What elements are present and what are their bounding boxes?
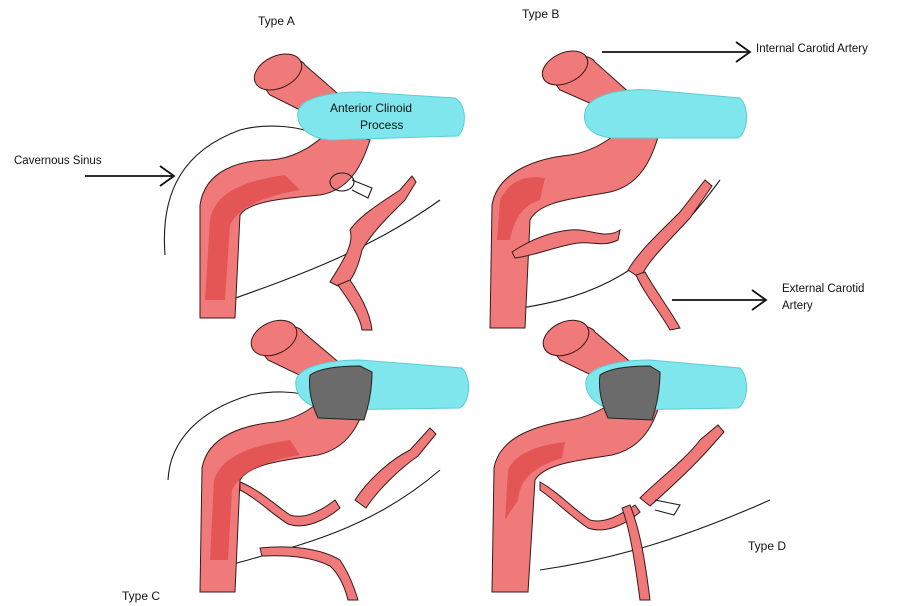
label-external-carotid-1: External Carotid bbox=[782, 283, 864, 295]
small-arrow-a bbox=[352, 180, 372, 198]
branch-c-right bbox=[355, 428, 436, 508]
anterior-clinoid-b bbox=[584, 90, 746, 138]
ica-vessel-b bbox=[490, 120, 660, 328]
overlap-region-c bbox=[309, 366, 372, 420]
branch-b-right bbox=[628, 180, 712, 278]
panel-type-a bbox=[164, 47, 464, 330]
panel-type-d bbox=[492, 313, 770, 600]
branch-a bbox=[330, 176, 416, 288]
panel-type-c bbox=[168, 313, 469, 600]
panel-type-b bbox=[490, 44, 747, 330]
label-type-c: Type C bbox=[122, 589, 160, 603]
label-type-b: Type B bbox=[522, 7, 559, 21]
label-external-carotid-2: Artery bbox=[782, 300, 813, 312]
label-internal-carotid: Internal Carotid Artery bbox=[756, 43, 868, 55]
overlap-region-d bbox=[599, 366, 660, 420]
branch-d-right bbox=[640, 425, 724, 506]
label-anterior-clinoid-2: Process bbox=[360, 118, 403, 132]
label-cavernous-sinus: Cavernous Sinus bbox=[14, 155, 102, 167]
small-arrow-d bbox=[655, 500, 680, 515]
branch-c-stem bbox=[260, 547, 358, 600]
label-type-d: Type D bbox=[748, 539, 786, 553]
anterior-clinoid-a bbox=[298, 92, 465, 140]
branch-b-stem bbox=[636, 272, 680, 330]
branch-c-left bbox=[240, 482, 340, 526]
label-type-a: Type A bbox=[258, 14, 295, 28]
annotation-arrows bbox=[85, 42, 766, 310]
branch-stem-a bbox=[338, 280, 372, 330]
branch-d-left bbox=[540, 482, 640, 530]
label-anterior-clinoid-1: Anterior Clinoid bbox=[330, 101, 412, 115]
